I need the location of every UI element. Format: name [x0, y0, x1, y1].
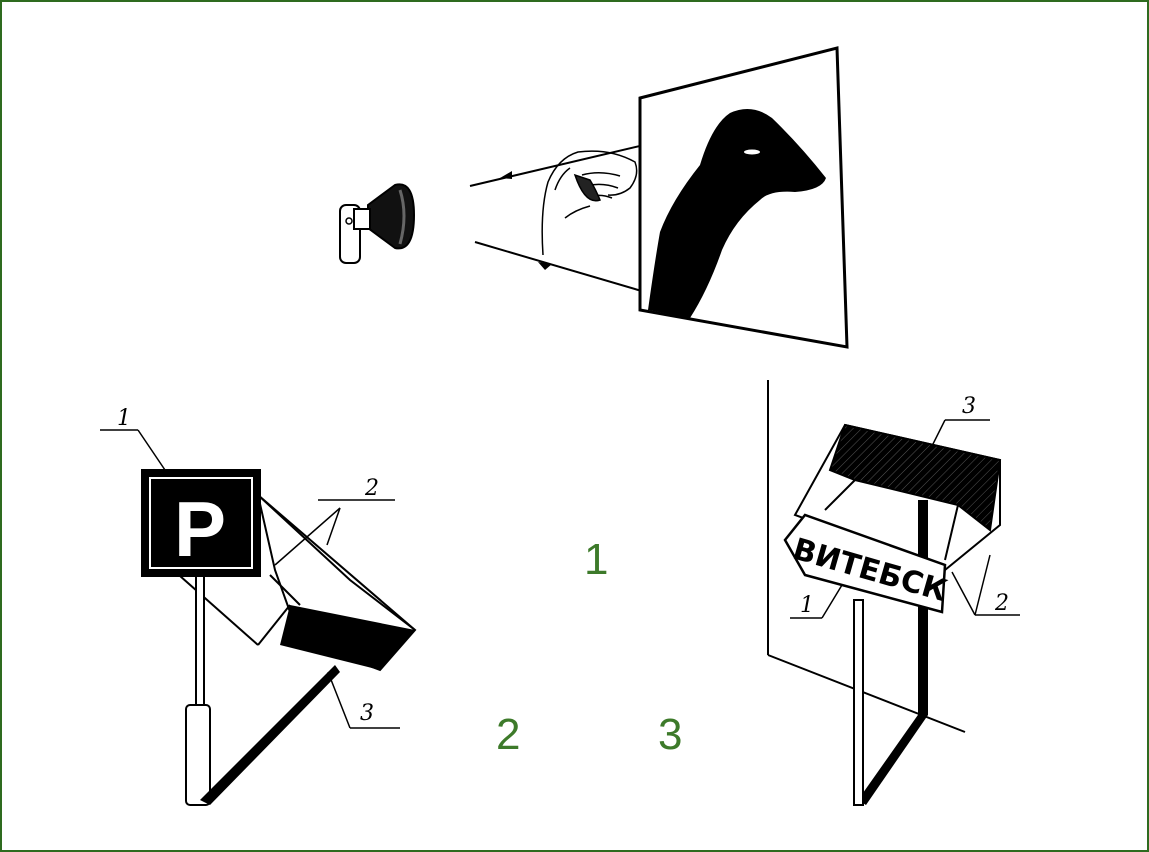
vitebsk-sign-illustration: ВИТЕБСК 3 1 2 [768, 380, 1020, 805]
sign-pole [196, 575, 204, 710]
figure-number-3: 3 [658, 710, 682, 760]
parking-letter: P [174, 485, 226, 573]
pole-handle [186, 705, 210, 805]
figure-number-2: 2 [496, 710, 520, 760]
parking-callout-1: 1 [117, 406, 131, 431]
hand-shadow-illustration [340, 48, 847, 347]
parking-sign-illustration: P 1 2 3 [100, 406, 415, 805]
vitebsk-callout-3: 3 [962, 394, 976, 419]
hand-drawing [542, 151, 636, 255]
vitebsk-callout-1: 1 [800, 593, 814, 618]
figure-number-1: 1 [584, 535, 608, 585]
parking-callout-3: 3 [360, 701, 374, 726]
parking-callout-2: 2 [364, 476, 379, 501]
post-shadow-ground [858, 712, 928, 805]
ground-line [768, 655, 965, 732]
lamp-icon [340, 184, 414, 263]
parking-sign-plate: P [142, 470, 260, 576]
pole-shadow [200, 665, 340, 805]
vitebsk-sign-post [854, 600, 863, 805]
vitebsk-callout-2: 2 [994, 591, 1009, 616]
